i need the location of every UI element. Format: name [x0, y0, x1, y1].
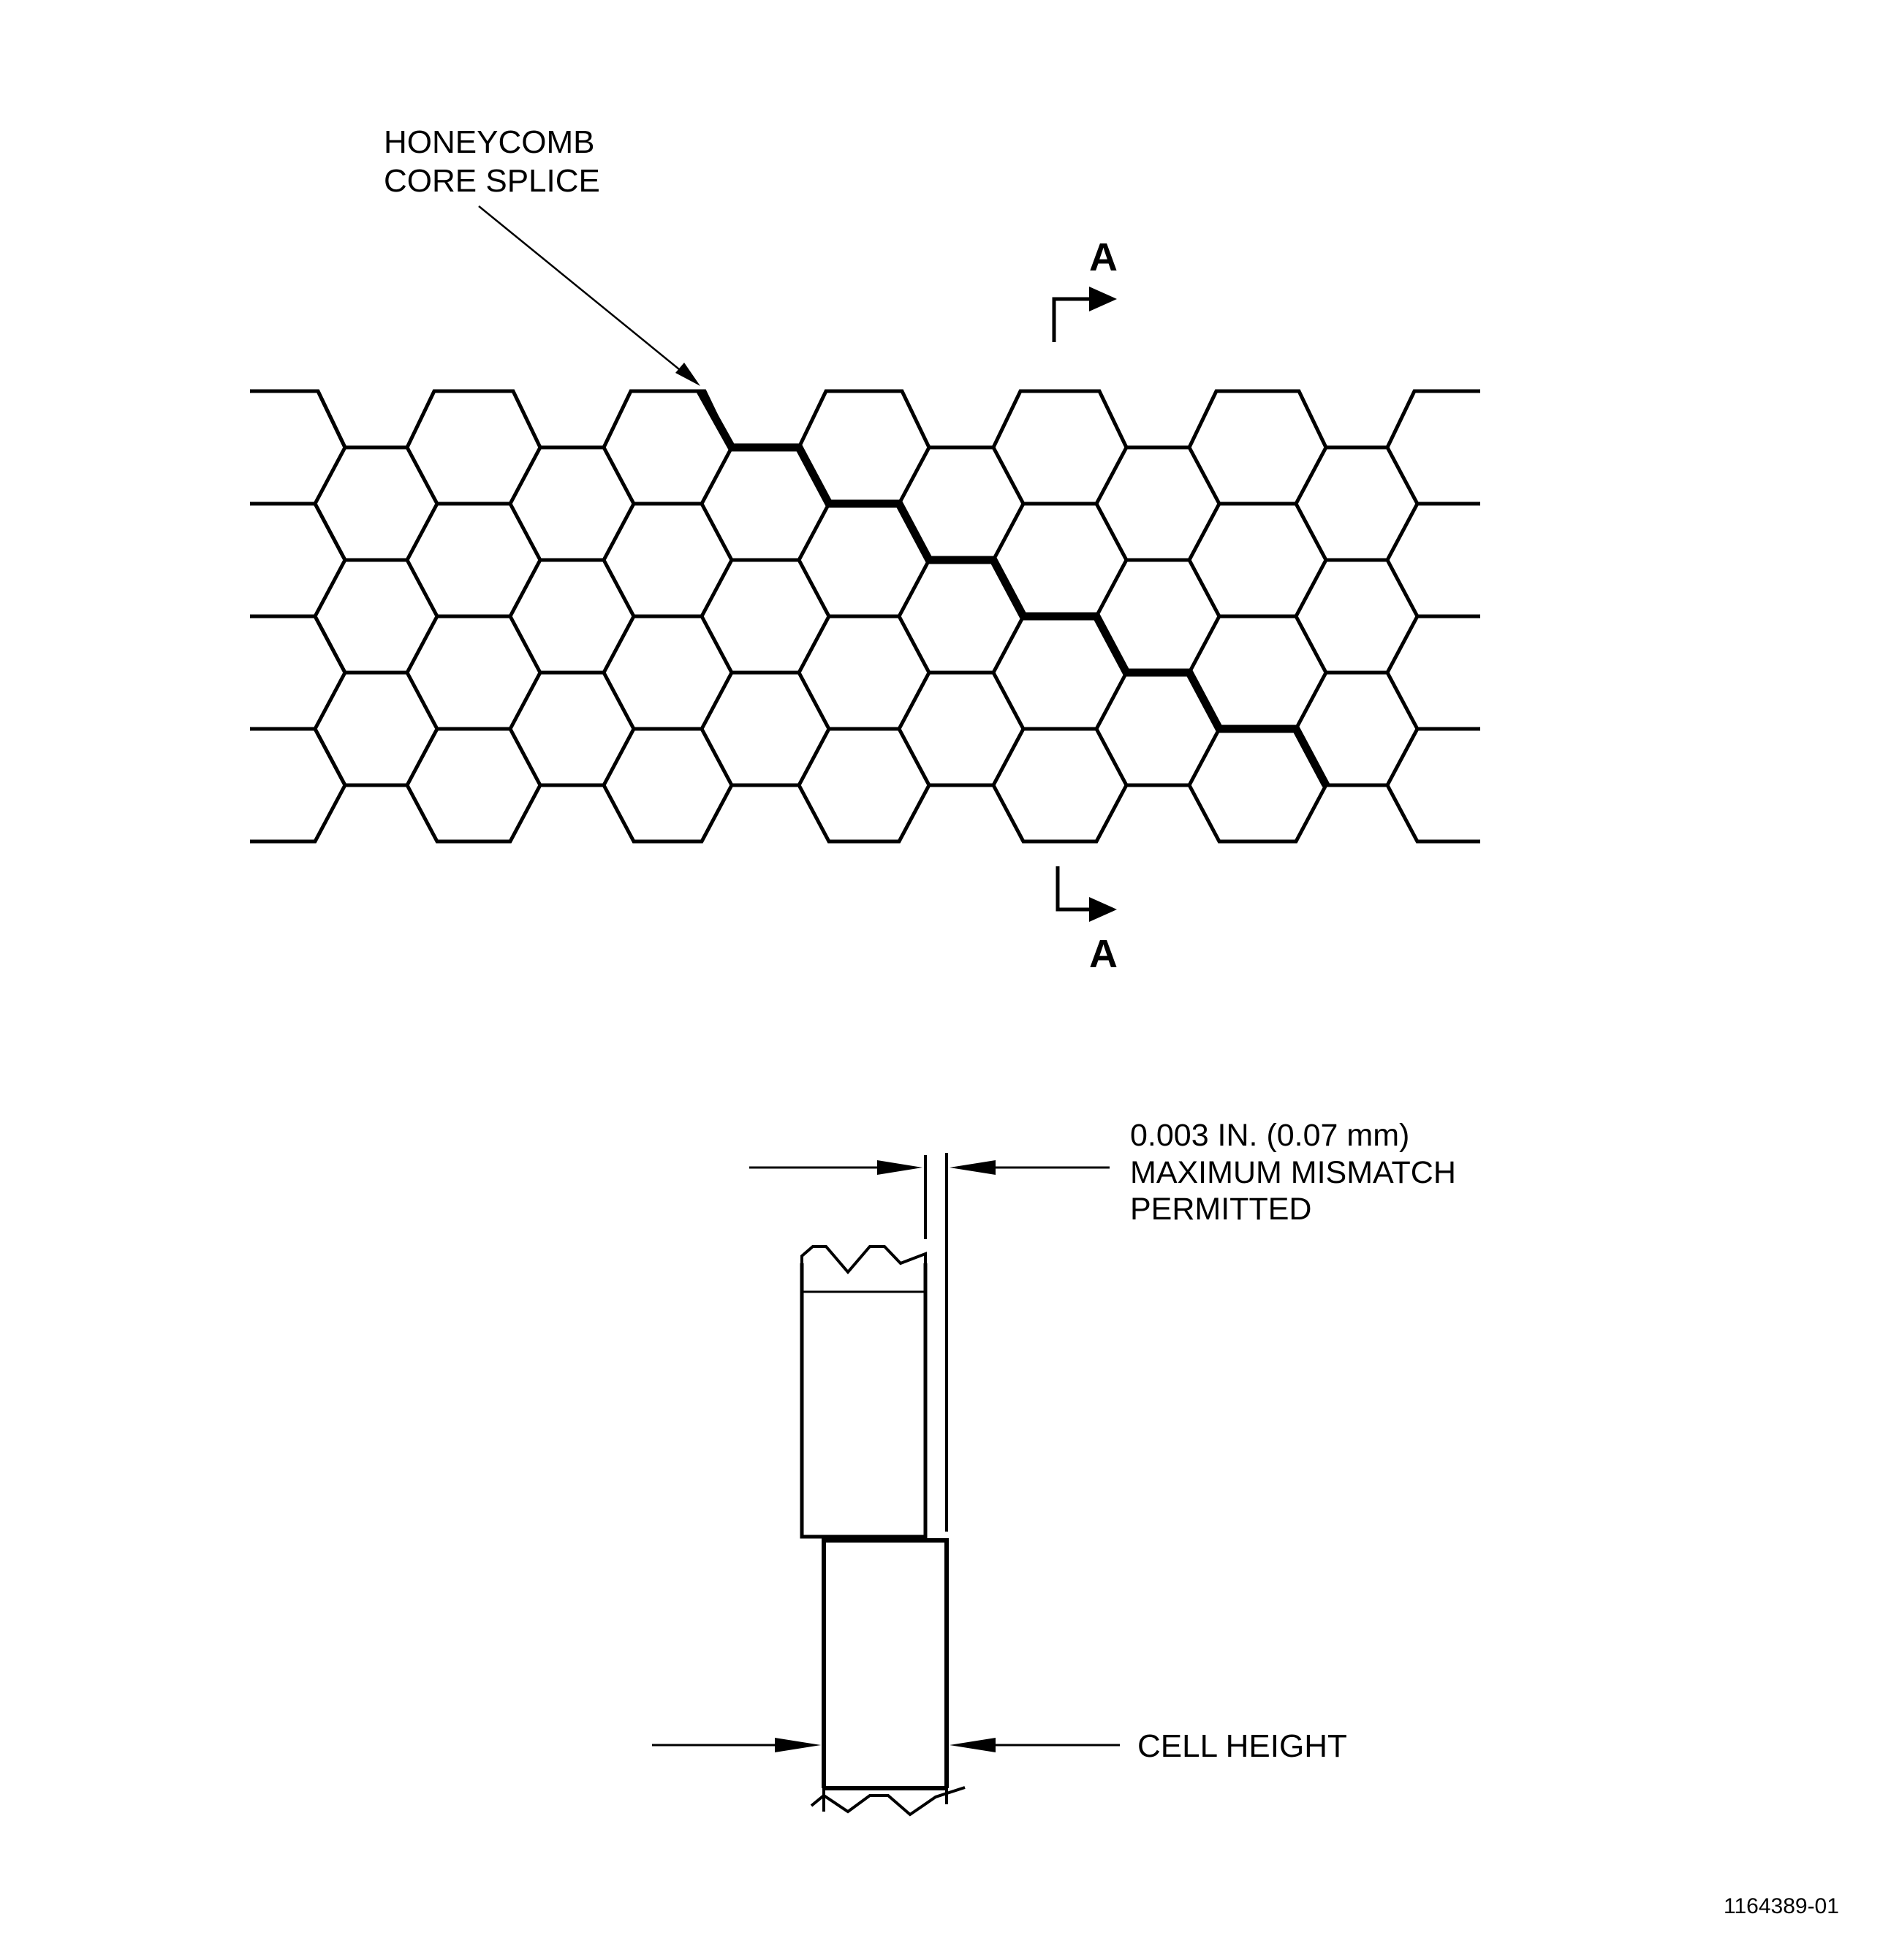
section-marker-top: A [1052, 235, 1118, 342]
mismatch-callout-line2: MAXIMUM MISMATCH [1130, 1155, 1456, 1190]
mismatch-callout-line3: PERMITTED [1130, 1192, 1311, 1227]
section-letter-bottom: A [1089, 932, 1118, 976]
lower-cell-block [822, 1538, 949, 1788]
section-marker-bottom: A [1056, 866, 1118, 976]
splice-callout: HONEYCOMB CORE SPLICE [384, 124, 700, 386]
lower-break-line [810, 1786, 966, 1817]
splice-callout-line2: CORE SPLICE [384, 163, 600, 199]
honeycomb-row-5 [313, 615, 1420, 675]
honeycomb-left-stubs [250, 390, 347, 787]
cell-height-label: CELL HEIGHT [1137, 1728, 1347, 1764]
upper-cell-block [800, 1263, 928, 1539]
cell-height-arrowhead-left [775, 1738, 821, 1752]
mismatch-arrowhead-right [950, 1160, 996, 1175]
figure-number: 1164389-01 [1724, 1894, 1839, 1918]
honeycomb-row-8 [250, 784, 1480, 844]
splice-leader-line [478, 205, 688, 377]
honeycomb-row-6 [250, 671, 1480, 731]
upper-break-line [800, 1245, 927, 1275]
section-letter-top: A [1089, 235, 1118, 279]
mismatch-arrowhead-left [877, 1160, 922, 1175]
section-arrow-bottom-line [1056, 866, 1091, 912]
honeycomb-grid [250, 389, 1480, 844]
section-arrow-bottom-head [1089, 897, 1117, 922]
mismatch-callout-line1: 0.003 IN. (0.07 mm) [1130, 1118, 1409, 1153]
honeycomb-row-7 [313, 727, 1420, 787]
splice-callout-line1: HONEYCOMB [384, 124, 594, 160]
section-view [652, 1153, 1120, 1817]
honeycomb-row-2 [250, 446, 1480, 506]
splice-leader-arrowhead [675, 363, 700, 386]
section-arrow-top-head [1089, 287, 1117, 311]
honeycomb-row-4 [250, 559, 1480, 618]
honeycomb-row-1 [250, 389, 1480, 450]
honeycomb-row-3 [313, 502, 1420, 562]
cell-height-arrowhead-right [950, 1738, 996, 1752]
section-arrow-top-line [1052, 297, 1091, 342]
core-splice-line [697, 389, 1330, 787]
dimension-arrowheads [775, 1160, 996, 1752]
